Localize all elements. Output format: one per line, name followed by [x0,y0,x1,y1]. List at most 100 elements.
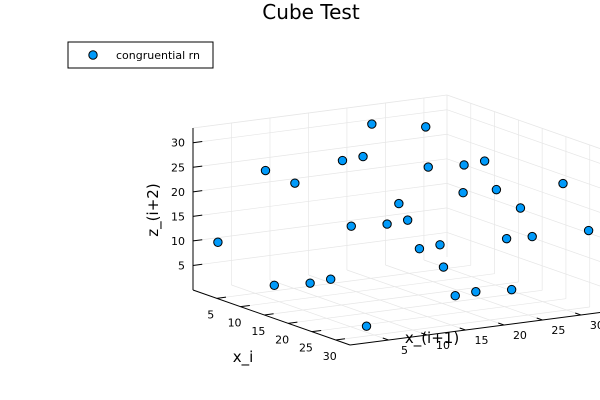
y-tick-mark [498,322,505,326]
data-point [491,184,502,195]
gridline-z-left [192,232,448,266]
z-tick-label: 5 [178,259,185,272]
gridline-z-back [446,133,600,189]
gridline-x-floor [288,289,543,324]
y-tick-mark [459,327,466,331]
data-point [583,225,594,236]
z-axis-label: z_(i+2) [144,183,163,236]
gridline-y-floor [423,259,582,316]
gridline-y-floor [231,284,389,341]
gridline-y-floor [385,264,543,321]
gridline-z-left [192,207,448,242]
data-point [459,160,469,170]
z-tick-mark [192,165,203,168]
y-tick-mark [536,317,543,321]
x-tick-label: 15 [251,325,265,338]
data-point [361,321,372,331]
z-tick-label: 20 [171,186,185,199]
z-tick-label: 30 [171,137,185,150]
x-tick-label: 30 [323,350,337,363]
axis-layer [192,128,600,346]
data-point [435,240,445,250]
legend-box [67,41,214,69]
x-tick-label: 20 [275,333,289,346]
chart-title: Cube Test [262,0,360,24]
data-point [367,119,377,129]
data-point [515,203,526,213]
gridline-z-back [446,109,600,164]
data-point [414,244,425,254]
legend-marker [88,50,98,60]
x-tick-mark [288,321,298,324]
back-edge [446,94,600,150]
gridline-z-back [446,207,600,262]
data-point [423,162,433,172]
z-tick-mark [192,214,203,217]
gridline-x-floor [216,264,471,299]
y-tick-label: 15 [474,334,488,347]
data-point [438,262,449,272]
gridline-x-floor [240,273,495,308]
gridline-x-floor [311,298,566,333]
legend: congruential rn [67,41,214,69]
data-point [337,155,348,166]
z-tick-mark [192,239,203,242]
x-axis-line [192,289,351,346]
data-point [558,178,568,189]
y-axis-line [349,312,600,346]
data-point [506,284,517,295]
data-point [527,231,537,242]
data-point [260,165,271,176]
tick-layer: 510152025305101520253051015202530 [171,137,600,363]
gridline-z-back [446,183,600,238]
data-point [458,187,468,198]
x-tick-label: 5 [207,308,214,321]
z-tick-label: 10 [171,235,185,248]
gridline-x-floor [335,306,590,341]
z-tick-label: 25 [171,161,185,174]
x-tick-label: 10 [228,317,242,330]
gridline-z-back [446,158,600,213]
x-tick-mark [216,296,227,299]
gridline-z-left [192,158,448,193]
data-point [269,280,280,290]
gridline-z-left [192,183,448,217]
z-tick-mark [192,190,203,193]
data-point [346,221,356,231]
y-tick-label: 5 [401,344,408,357]
gridline-z-back [446,232,600,287]
data-point [394,198,404,209]
gridline-y-floor [308,274,466,331]
x-tick-mark [264,313,274,316]
x-tick-mark [240,304,250,308]
z-tick-mark [192,141,203,144]
data-point [479,156,490,166]
grid-layer [192,94,600,341]
data-point [325,274,336,284]
data-point [450,290,460,301]
data-point [305,278,315,288]
y-tick-label: 20 [513,329,527,342]
z-tick-label: 15 [171,210,185,223]
data-point [501,233,512,244]
y-tick-label: 25 [551,324,565,337]
gridline-y-floor [346,269,505,326]
y-tick-label: 10 [436,339,450,352]
gridline-z-left [192,133,448,168]
x-tick-mark [335,338,346,341]
y-tick-label: 30 [590,319,600,332]
y-tick-mark [382,337,389,341]
y-tick-mark [421,332,428,336]
data-point [471,287,481,297]
data-point [402,215,413,225]
data-point [290,178,300,188]
x-axis-label: x_i [233,348,254,367]
z-tick-mark [192,263,203,266]
data-point [213,237,223,247]
back-edge [192,94,448,129]
y-axis-label: x_(i+1) [405,329,459,348]
legend-label: congruential rn [116,49,200,62]
data-point [358,151,368,162]
data-point [421,122,431,132]
